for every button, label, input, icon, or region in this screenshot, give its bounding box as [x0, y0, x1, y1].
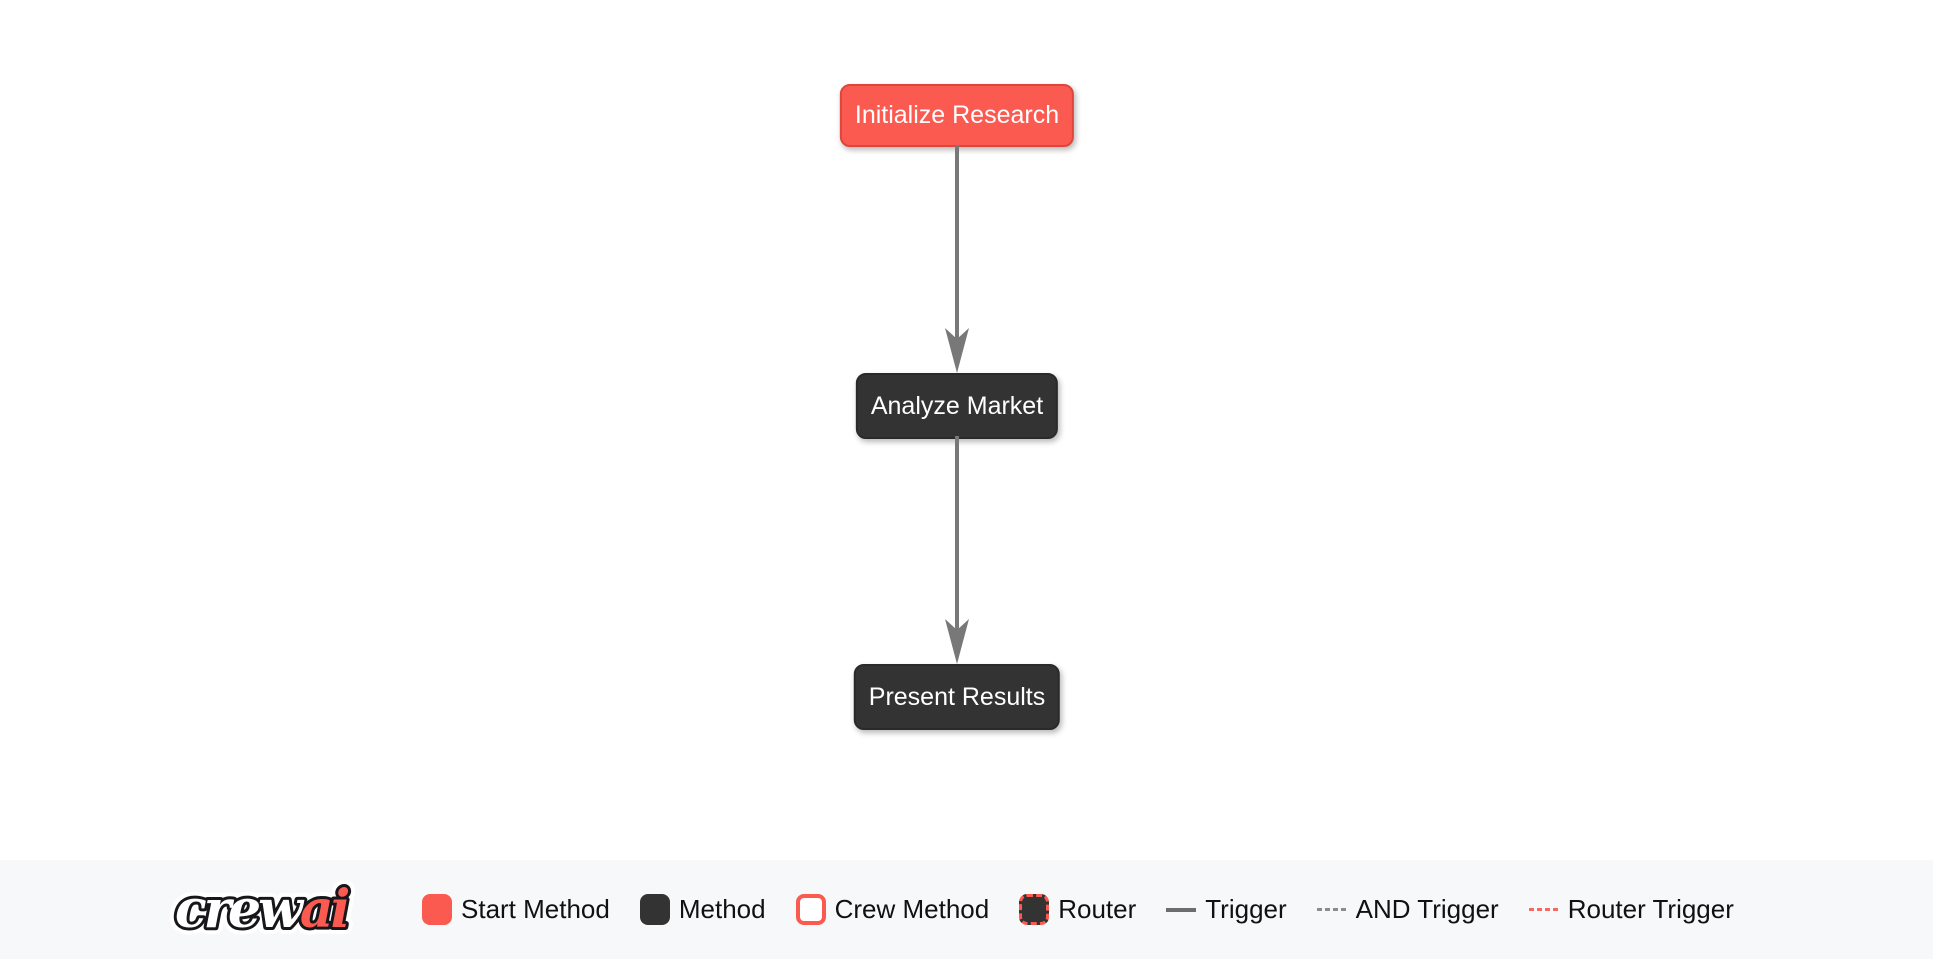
router-trigger-line-icon — [1528, 908, 1559, 911]
flow-node-initialize-research[interactable]: Initialize Research — [839, 84, 1075, 147]
legend-item-and-trigger: AND Trigger — [1316, 894, 1499, 925]
legend-label: Router Trigger — [1567, 894, 1734, 924]
svg-text:crewai: crewai — [175, 879, 349, 940]
legend-bar: crewai crewai crewai Start Method Method… — [0, 860, 1933, 959]
trigger-edge-arrow-1[interactable] — [941, 145, 973, 373]
trigger-line-icon — [1166, 907, 1197, 912]
method-swatch-icon — [639, 894, 670, 925]
and-trigger-line-icon — [1316, 908, 1347, 911]
flow-node-analyze-market[interactable]: Analyze Market — [855, 373, 1059, 439]
legend-label: Crew Method — [834, 894, 990, 924]
legend-item-crew-method: Crew Method — [795, 894, 990, 925]
router-swatch-icon — [1019, 894, 1050, 925]
flow-node-present-results[interactable]: Present Results — [853, 664, 1061, 730]
legend-label: Trigger — [1205, 894, 1287, 924]
svg-text:crewai: crewai — [175, 879, 349, 940]
trigger-edge-arrow-2[interactable] — [941, 436, 973, 664]
flow-canvas[interactable]: Initialize Research Analyze Market Prese… — [0, 0, 1933, 860]
legend-item-method: Method — [639, 894, 766, 925]
legend-label: Router — [1058, 894, 1137, 924]
crewai-logo: crewai crewai crewai — [168, 874, 359, 946]
legend-item-router-trigger: Router Trigger — [1528, 894, 1734, 925]
legend-label: Start Method — [461, 894, 610, 924]
legend-item-router: Router — [1019, 894, 1136, 925]
legend-item-trigger: Trigger — [1166, 894, 1287, 925]
legend-label: AND Trigger — [1355, 894, 1499, 924]
start-method-swatch-icon — [422, 894, 452, 925]
legend-item-start-method: Start Method — [422, 894, 610, 925]
legend-label: Method — [678, 894, 766, 924]
crew-method-swatch-icon — [795, 894, 826, 925]
